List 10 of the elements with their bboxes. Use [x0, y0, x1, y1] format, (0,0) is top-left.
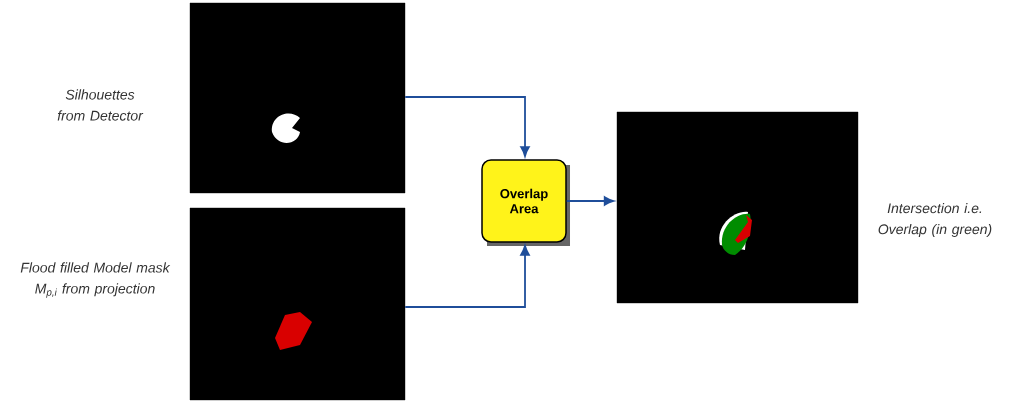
caption-text: Flood filled Model mask M$_{p,i}$ from projection [20, 262, 171, 298]
picture [189, 2, 406, 194]
picture [616, 111, 859, 304]
caption-text: Intersection i.e. Overlap (in green) [878, 202, 992, 237]
arrow [404, 96, 530, 157]
process-box: Overlap Area [481, 159, 570, 246]
picture [189, 207, 406, 401]
caption-text: Silhouettes from Detector [57, 89, 144, 121]
arrow [565, 196, 615, 206]
arrow [404, 245, 530, 308]
